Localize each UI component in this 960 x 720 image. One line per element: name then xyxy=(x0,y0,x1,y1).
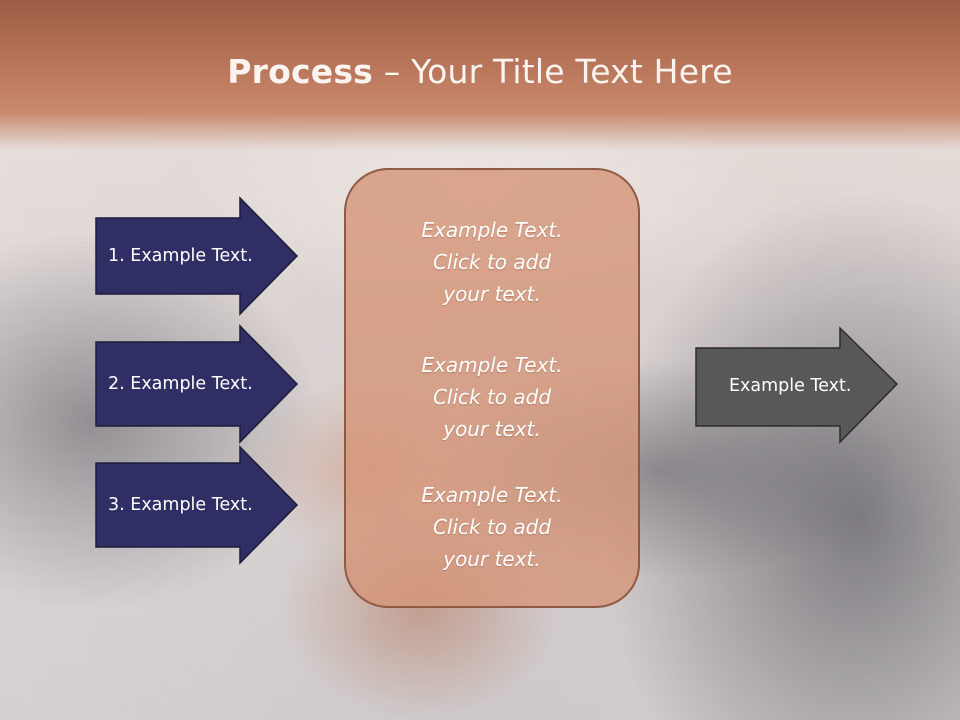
center-block-1-line3: your text. xyxy=(443,282,541,306)
center-block-2-line1: Example Text. xyxy=(421,353,563,377)
process-arrow-3[interactable]: 3. Example Text. xyxy=(95,445,299,565)
center-block-2-line3: your text. xyxy=(443,417,541,441)
process-arrow-1[interactable]: 1. Example Text. xyxy=(95,196,299,316)
center-block-3-line3: your text. xyxy=(443,547,541,571)
center-block-1-line1: Example Text. xyxy=(421,218,563,242)
result-arrow-shape xyxy=(695,326,899,444)
title-band xyxy=(0,0,960,150)
center-block-3[interactable]: Example Text. Click to add your text. xyxy=(346,479,638,575)
process-arrow-2[interactable]: 2. Example Text. xyxy=(95,324,299,444)
center-text-box[interactable]: Example Text. Click to add your text. Ex… xyxy=(344,168,640,608)
center-block-3-line2: Click to add xyxy=(432,515,552,539)
center-block-2-line2: Click to add xyxy=(432,385,552,409)
center-block-1-line2: Click to add xyxy=(432,250,552,274)
process-arrow-3-label: 3. Example Text. xyxy=(108,495,253,515)
arrow-shape-3 xyxy=(95,445,299,565)
center-block-2[interactable]: Example Text. Click to add your text. xyxy=(346,349,638,445)
process-arrow-2-label: 2. Example Text. xyxy=(108,374,253,394)
process-arrow-1-label: 1. Example Text. xyxy=(108,246,253,266)
title-bold-part: Process xyxy=(227,52,374,91)
result-arrow-label: Example Text. xyxy=(729,376,852,396)
title-rest-part: – Your Title Text Here xyxy=(373,52,733,91)
arrow-shape-1 xyxy=(95,196,299,316)
center-block-3-line1: Example Text. xyxy=(421,483,563,507)
center-block-1[interactable]: Example Text. Click to add your text. xyxy=(346,214,638,310)
result-arrow[interactable]: Example Text. xyxy=(695,326,899,445)
arrow-shape-2 xyxy=(95,324,299,444)
slide-title[interactable]: Process – Your Title Text Here xyxy=(0,52,960,91)
